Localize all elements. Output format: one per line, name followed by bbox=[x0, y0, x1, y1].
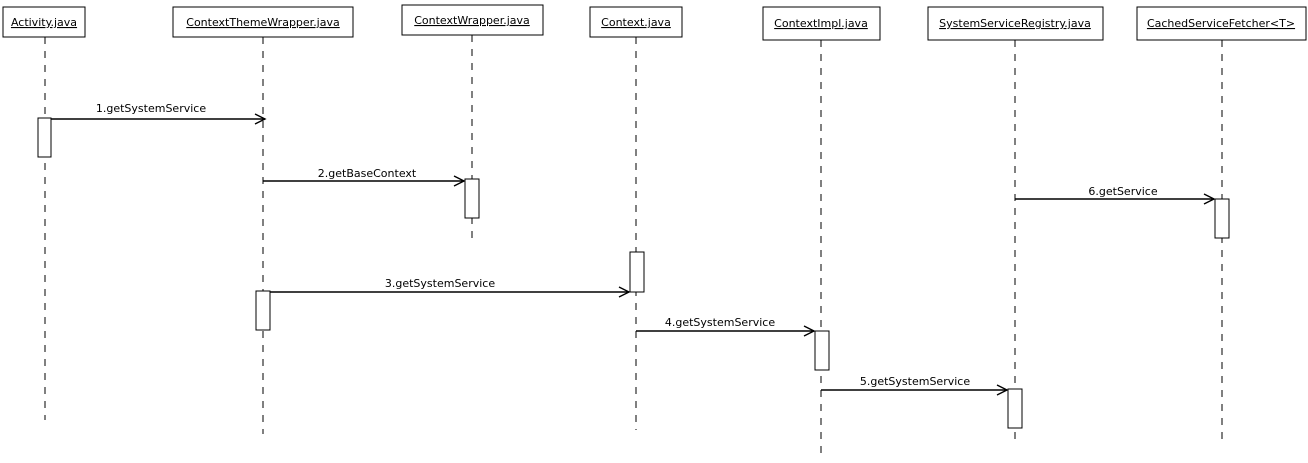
message-4: 4.getSystemService bbox=[636, 316, 816, 337]
activation-system-service-registry bbox=[1007, 388, 1023, 429]
message-1: 1.getSystemService bbox=[51, 102, 267, 125]
message-6-label: 6.getService bbox=[1088, 185, 1157, 198]
message-6: 6.getService bbox=[1015, 185, 1216, 205]
lifeline-activity-label: Activity.java bbox=[11, 16, 77, 29]
message-2-label: 2.getBaseContext bbox=[318, 167, 417, 180]
lifeline-cached-service-fetcher-label: CachedServiceFetcher<T> bbox=[1147, 17, 1295, 30]
activation-context-wrapper bbox=[464, 178, 480, 219]
lifeline-activity: Activity.java bbox=[2, 6, 86, 420]
lifeline-context: Context.java bbox=[589, 6, 683, 430]
message-2: 2.getBaseContext bbox=[263, 167, 466, 187]
message-2-arrowhead bbox=[453, 175, 466, 187]
lifeline-cached-service-fetcher-box[interactable] bbox=[1136, 6, 1307, 41]
message-3: 3.getSystemService bbox=[270, 277, 631, 298]
lifeline-context-wrapper-label: ContextWrapper.java bbox=[414, 14, 530, 27]
message-1-arrowhead bbox=[254, 113, 267, 125]
lifeline-context-box[interactable] bbox=[589, 6, 683, 38]
message-3-label: 3.getSystemService bbox=[385, 277, 495, 290]
lifeline-context-theme-wrapper-label: ContextThemeWrapper.java bbox=[186, 16, 339, 29]
message-1-label: 1.getSystemService bbox=[96, 102, 206, 115]
lifeline-context-impl: ContextImpl.java bbox=[762, 6, 881, 460]
message-4-arrowhead bbox=[803, 325, 816, 337]
message-6-arrowhead bbox=[1203, 193, 1216, 205]
activation-context-theme-wrapper bbox=[255, 290, 271, 331]
activation-cached-service-fetcher bbox=[1214, 198, 1230, 239]
lifeline-system-service-registry: SystemServiceRegistry.java bbox=[927, 6, 1104, 440]
activation-activity bbox=[37, 117, 52, 158]
message-5-arrowhead bbox=[996, 384, 1009, 396]
message-3-arrowhead bbox=[618, 286, 631, 298]
lifeline-context-theme-wrapper: ContextThemeWrapper.java bbox=[172, 6, 354, 434]
lifeline-system-service-registry-label: SystemServiceRegistry.java bbox=[939, 17, 1091, 30]
lifeline-context-wrapper: ContextWrapper.java bbox=[401, 4, 544, 245]
lifeline-system-service-registry-box[interactable] bbox=[927, 6, 1104, 41]
lifeline-context-label: Context.java bbox=[601, 16, 671, 29]
lifeline-activity-box[interactable] bbox=[2, 6, 86, 38]
lifeline-cached-service-fetcher: CachedServiceFetcher<T> bbox=[1136, 6, 1307, 440]
message-5-label: 5.getSystemService bbox=[860, 375, 970, 388]
message-4-label: 4.getSystemService bbox=[665, 316, 775, 329]
lifeline-context-impl-label: ContextImpl.java bbox=[774, 17, 868, 30]
message-5: 5.getSystemService bbox=[821, 375, 1009, 396]
activation-context-impl bbox=[814, 330, 830, 371]
activation-context bbox=[629, 251, 645, 293]
